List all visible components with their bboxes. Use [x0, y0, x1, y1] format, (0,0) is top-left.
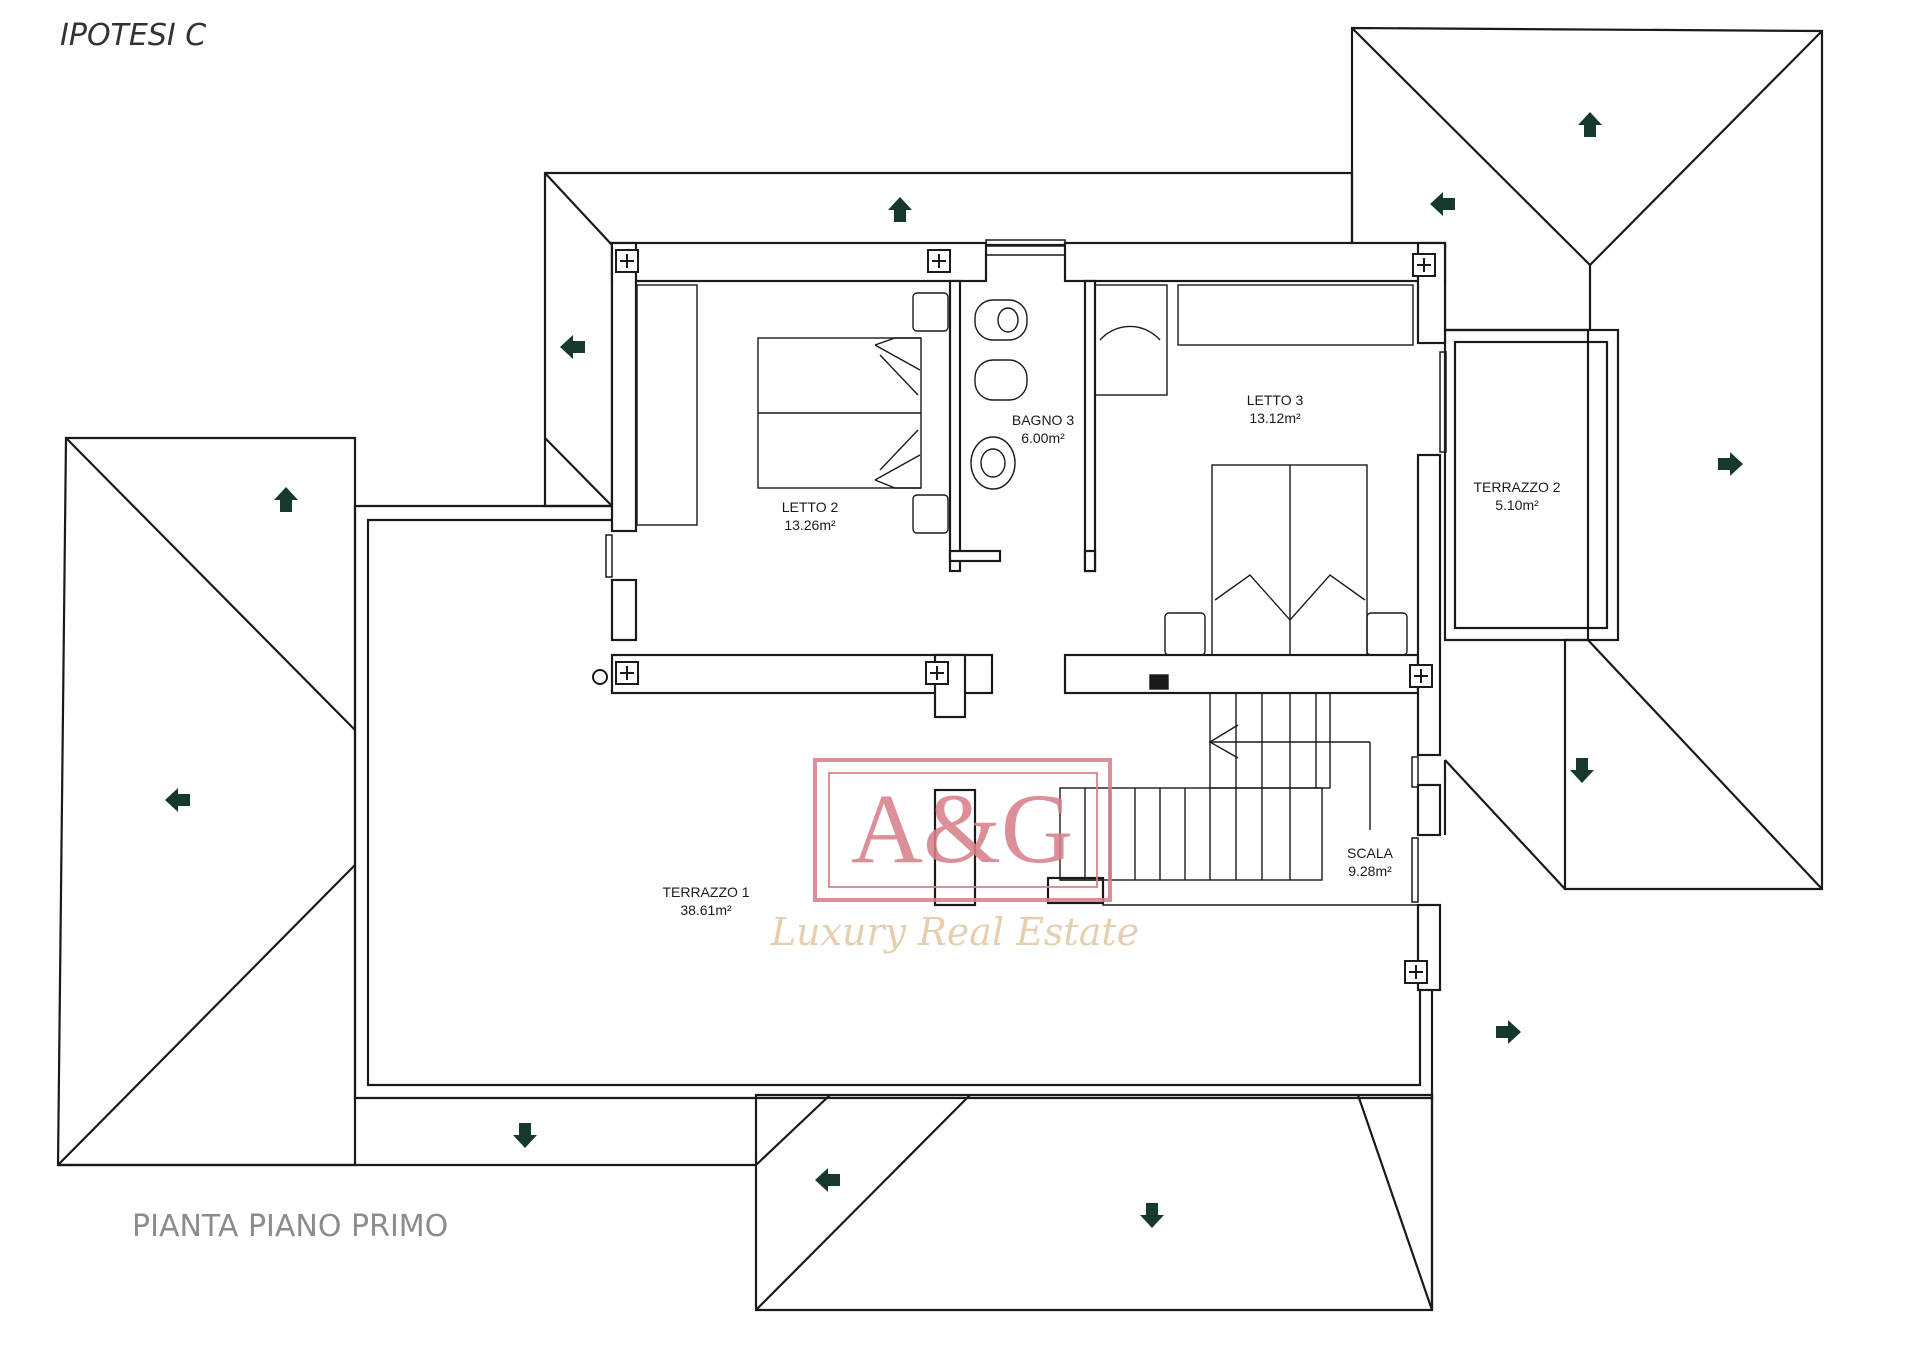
room-area-letto2: 13.26m² — [784, 517, 836, 533]
roof-planes — [56, 26, 1824, 1312]
watermark-logo: A&G — [851, 773, 1073, 884]
arrow-right-icon — [1496, 1020, 1521, 1044]
terrazzo2-outline — [1443, 328, 1620, 642]
roof-north-west — [543, 171, 1354, 508]
watermark: A&G Luxury Real Estate — [770, 758, 1139, 954]
arrow-left-icon — [815, 1168, 840, 1192]
walls — [610, 241, 1447, 992]
arrow-down-icon — [1140, 1203, 1164, 1228]
terrazzo1-parapet — [353, 504, 1434, 1100]
room-name-letto3: LETTO 3 — [1247, 392, 1304, 408]
room-area-scala: 9.28m² — [1348, 863, 1392, 879]
stairs — [1059, 674, 1418, 906]
arrow-right-icon — [1718, 452, 1743, 476]
handwritten-title: IPOTESI C — [60, 18, 206, 53]
windows — [605, 239, 1447, 903]
arrow-down-icon — [513, 1123, 537, 1148]
room-name-letto2: LETTO 2 — [782, 499, 839, 515]
room-area-terrazzo2: 5.10m² — [1495, 497, 1539, 513]
arrow-left-icon — [1430, 192, 1455, 216]
room-name-terrazzo2: TERRAZZO 2 — [1473, 479, 1560, 495]
room-name-scala: SCALA — [1347, 845, 1394, 861]
arrow-left-icon — [560, 335, 585, 359]
arrow-up-icon — [274, 487, 298, 512]
arrow-left-icon — [165, 788, 190, 812]
room-area-terrazzo1: 38.61m² — [680, 902, 732, 918]
arrow-up-icon — [1578, 112, 1602, 137]
watermark-frame — [813, 758, 1112, 902]
roof-south — [754, 1093, 1434, 1312]
columns — [592, 249, 1436, 984]
roof-west — [56, 436, 357, 1167]
room-area-letto3: 13.12m² — [1249, 410, 1301, 426]
room-labels: LETTO 2 13.26m² BAGNO 3 6.00m² LETTO 3 1… — [662, 392, 1560, 918]
arrow-down-icon — [1570, 758, 1594, 783]
room-name-bagno3: BAGNO 3 — [1012, 412, 1074, 428]
arrow-up-icon — [888, 197, 912, 222]
room-area-bagno3: 6.00m² — [1021, 430, 1065, 446]
plan-title: PIANTA PIANO PRIMO — [132, 1209, 448, 1244]
furniture — [636, 284, 1414, 656]
room-name-terrazzo1: TERRAZZO 1 — [662, 884, 749, 900]
watermark-tagline: Luxury Real Estate — [770, 910, 1139, 954]
